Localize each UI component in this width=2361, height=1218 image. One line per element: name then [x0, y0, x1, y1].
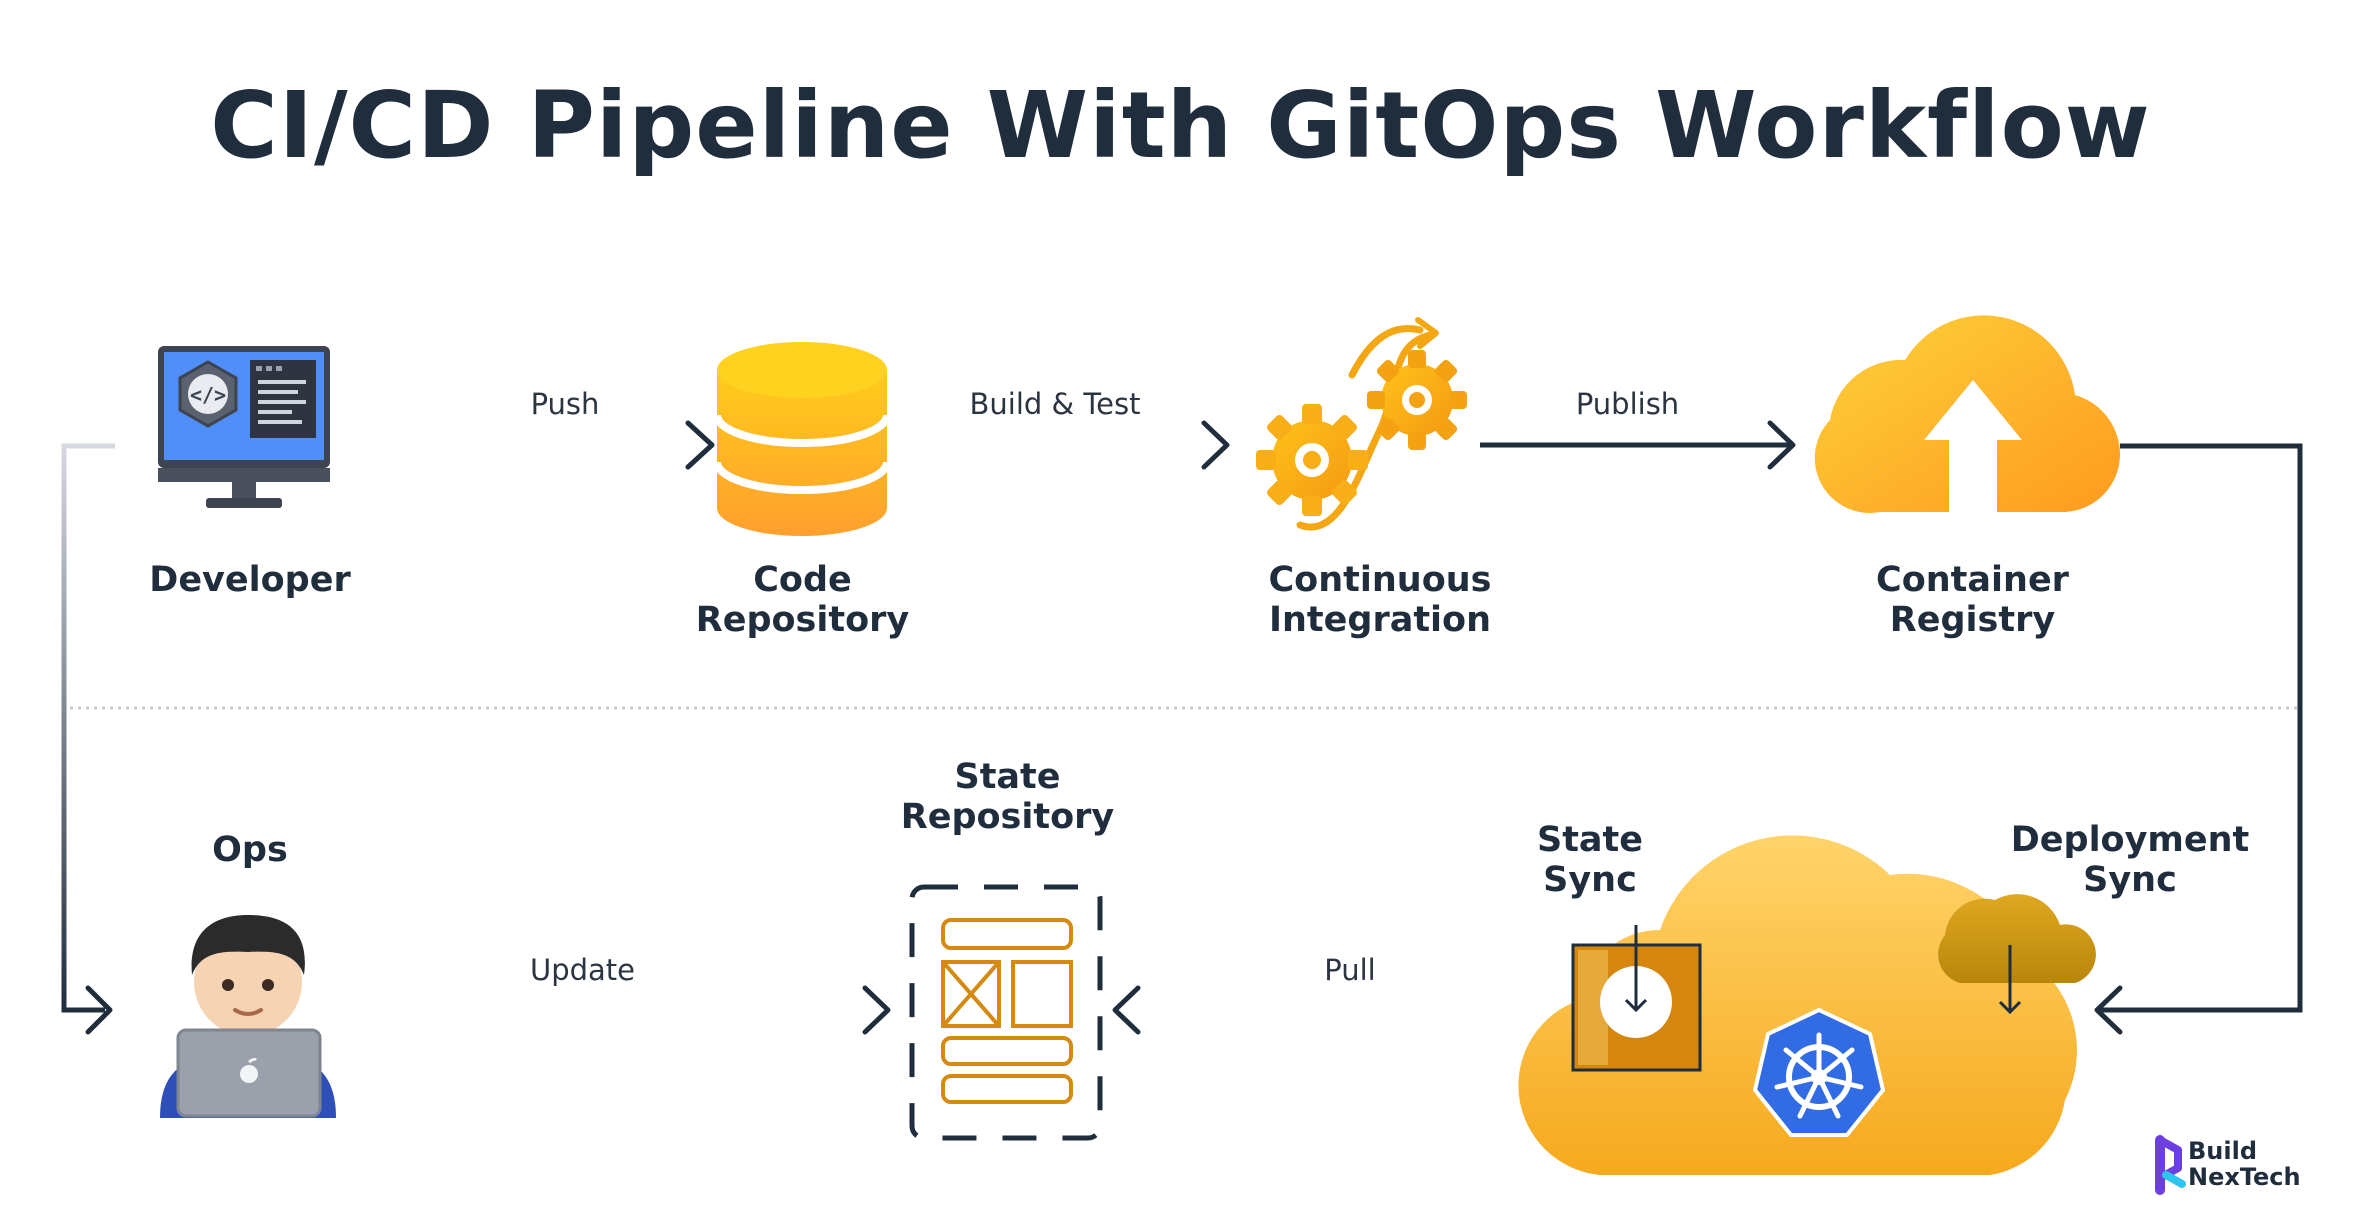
pull-arrow: [1112, 985, 1558, 1035]
brand-logo-icon: [2155, 1135, 2186, 1195]
push-arrow: [395, 420, 715, 470]
push-label: Push: [530, 387, 600, 421]
build-test-label: Build & Test: [969, 387, 1141, 421]
pull-label: Pull: [1324, 953, 1376, 987]
deployment-sync-cloud-icon: [1938, 894, 2096, 1015]
publish-label: Publish: [1575, 387, 1680, 421]
svg-text:</>: </>: [190, 383, 226, 407]
developer-label: Developer: [149, 560, 351, 600]
code-repository-database-icon: [713, 342, 891, 536]
kubernetes-icon: [1752, 1007, 1886, 1137]
container-registry-label: Container Registry: [1876, 560, 2069, 640]
build-test-arrow: [912, 420, 1230, 470]
state-repository-wireframe-icon: [909, 884, 1103, 1141]
brand-name: Build NexTech: [2188, 1137, 2301, 1191]
code-repository-label: Code Repository: [695, 560, 910, 640]
continuous-integration-label: Continuous Integration: [1268, 560, 1492, 640]
update-label: Update: [529, 953, 636, 987]
publish-arrow: [1480, 420, 1796, 470]
deployment-sync-label: Deployment Sync: [2010, 820, 2250, 900]
state-sync-box-icon: [1571, 925, 1702, 1072]
container-registry-cloud-icon: [1814, 315, 2121, 513]
page-title: CI/CD Pipeline With GitOps Workflow: [210, 72, 2151, 179]
developer-monitor-icon: </>: [158, 346, 330, 508]
update-arrow: [382, 985, 891, 1035]
kubernetes-cluster-cloud: [1518, 835, 2077, 1175]
continuous-integration-gears-icon: [1256, 317, 1467, 531]
registry-to-deployment-arrow: [2094, 443, 2303, 1035]
state-sync-label: State Sync: [1536, 820, 1644, 900]
ops-label: Ops: [212, 830, 288, 870]
developer-to-ops-arrow: [61, 443, 115, 1035]
state-repository-label: State Repository: [900, 757, 1115, 837]
ops-person-icon: [160, 915, 336, 1118]
